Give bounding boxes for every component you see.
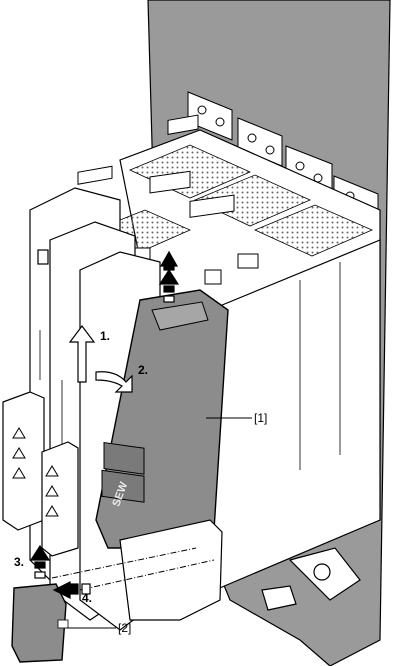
step-1-arrow-icon [68,325,133,393]
step-4-label: 4. [82,591,92,605]
removed-cover-part [11,583,69,663]
step-2-label: 2. [138,363,148,377]
front-cover: SEW [95,289,229,549]
step-3-label: 3. [14,555,24,569]
step-2-arrow-icon [158,250,180,303]
callout-label-2: [2] [118,621,131,635]
step-4-arrow-icon [52,581,91,599]
top-connectors [77,114,259,285]
step-1-label: 1. [100,329,110,343]
step-3-arrow-icon [29,544,51,579]
warning-triangle-icon [12,427,59,517]
callout-label-1: [1] [254,411,267,425]
lower-terminal-block [2,391,79,557]
